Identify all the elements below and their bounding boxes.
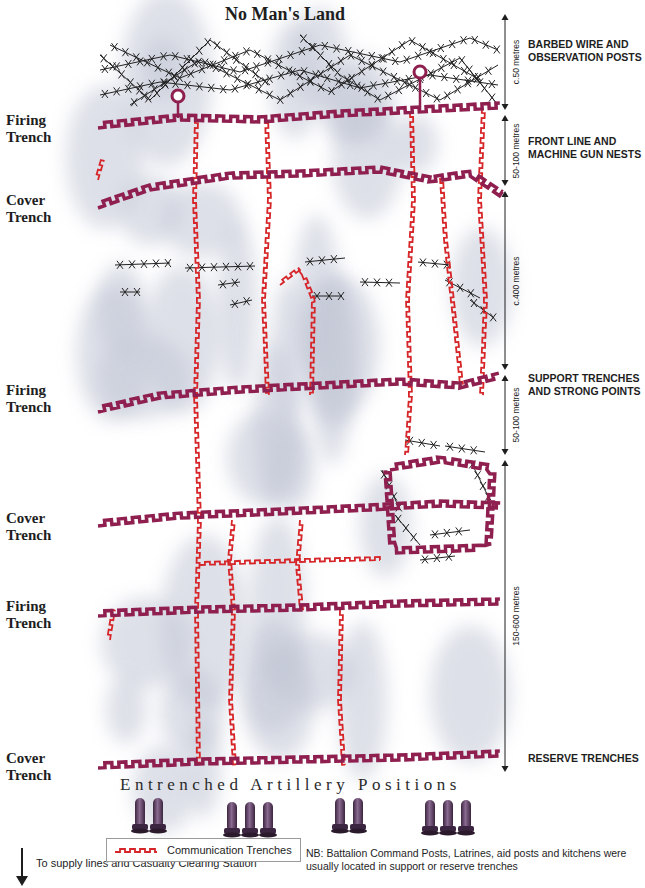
dimension-arrow <box>502 375 509 455</box>
barbed-wire <box>395 515 420 545</box>
communication-trench <box>97 160 104 180</box>
dimension-arrow <box>502 115 509 186</box>
supply-arrow <box>16 848 28 886</box>
legend-box: Communication Trenches <box>106 838 301 862</box>
legend-sample <box>113 844 159 856</box>
main-trench <box>98 103 500 128</box>
barbed-wire <box>300 35 498 105</box>
artillery-gun <box>331 798 349 834</box>
barbed-wire <box>418 258 450 268</box>
ground-shade <box>430 626 511 763</box>
artillery-gun <box>349 798 367 834</box>
communication-trench <box>296 520 303 610</box>
communication-trench <box>440 178 463 385</box>
ground-shade <box>162 182 243 258</box>
ground-shade <box>451 227 513 346</box>
dimension: 50-100 metres <box>511 123 521 178</box>
barbed-wire <box>430 527 470 538</box>
legend-text: Communication Trenches <box>167 844 292 856</box>
zone-label: FRONT LINE AND MACHINE GUN NESTS <box>528 135 642 161</box>
barbed-wire <box>312 292 344 300</box>
observation-post <box>414 66 426 110</box>
main-trench <box>98 167 503 208</box>
barbed-wire <box>420 553 455 564</box>
region-title: No Man's Land <box>225 4 345 25</box>
ground-shade <box>185 715 221 818</box>
ground-shade <box>106 676 147 744</box>
communication-trench <box>280 268 315 395</box>
ground-shade <box>392 114 438 174</box>
barbed-wire <box>120 288 140 296</box>
ground-shade <box>312 286 353 465</box>
artillery-gun <box>149 798 167 834</box>
trench-name: Firing Trench <box>6 382 88 416</box>
note: NB: Battalion Command Posts, Latrines, a… <box>306 847 638 872</box>
dimension-arrow <box>502 191 509 370</box>
main-trench <box>98 751 500 768</box>
communication-trench <box>338 610 345 765</box>
artillery-gun <box>421 800 439 836</box>
main-trench <box>98 599 500 616</box>
dimension-arrow <box>502 14 509 110</box>
barbed-wire <box>405 437 440 449</box>
ground-shade <box>318 69 378 142</box>
ground-shade <box>96 263 146 359</box>
trench-name: Cover Trench <box>6 750 88 784</box>
communication-trench <box>478 108 487 395</box>
artillery-gun <box>241 802 259 838</box>
barbed-wire <box>445 443 485 455</box>
zone-label: BARBED WIRE AND OBSERVATION POSTS <box>528 38 642 64</box>
barbed-wire <box>218 279 240 289</box>
barbed-wire <box>100 38 270 102</box>
dimension: 50-100 metres <box>511 388 521 443</box>
barbed-wire <box>100 67 498 98</box>
trench-name: Cover Trench <box>6 510 88 544</box>
communication-trench <box>228 520 236 765</box>
zone-label: RESERVE TRENCHES <box>528 752 642 765</box>
artillery-gun <box>131 798 149 834</box>
trench-name: Firing Trench <box>6 112 88 146</box>
main-trench <box>98 501 500 526</box>
communication-trench <box>262 118 271 395</box>
communication-trench <box>405 112 415 455</box>
communication-trench <box>193 118 201 765</box>
barbed-wire <box>115 259 171 269</box>
main-trench <box>98 373 499 412</box>
dimension: c.50 metres <box>511 40 521 84</box>
trench-name: Firing Trench <box>6 598 88 632</box>
barbed-wire <box>360 278 400 287</box>
barbed-wire <box>305 255 345 265</box>
dimension-arrow <box>502 460 509 772</box>
ground-shade <box>270 280 307 431</box>
artillery-gun <box>439 800 457 836</box>
dimension: c.400 metres <box>511 256 521 305</box>
zone-label: SUPPORT TRENCHES AND STRONG POINTS <box>528 372 642 398</box>
artillery-label: Entrenched Artillery Positions <box>120 775 461 795</box>
artillery-gun <box>223 802 241 838</box>
dimension: 150-600 metres <box>511 586 521 646</box>
communication-trench <box>200 557 380 565</box>
artillery-gun <box>457 800 475 836</box>
observation-post <box>172 90 184 118</box>
barbed-wire <box>110 37 480 95</box>
trench-name: Cover Trench <box>6 192 88 226</box>
ground-shade <box>66 85 144 229</box>
barbed-wire <box>230 297 252 308</box>
ground-shade <box>359 474 411 577</box>
main-trench <box>385 457 495 553</box>
artillery-gun <box>259 802 277 838</box>
barbed-wire <box>130 52 498 107</box>
ground-shade <box>250 516 306 688</box>
